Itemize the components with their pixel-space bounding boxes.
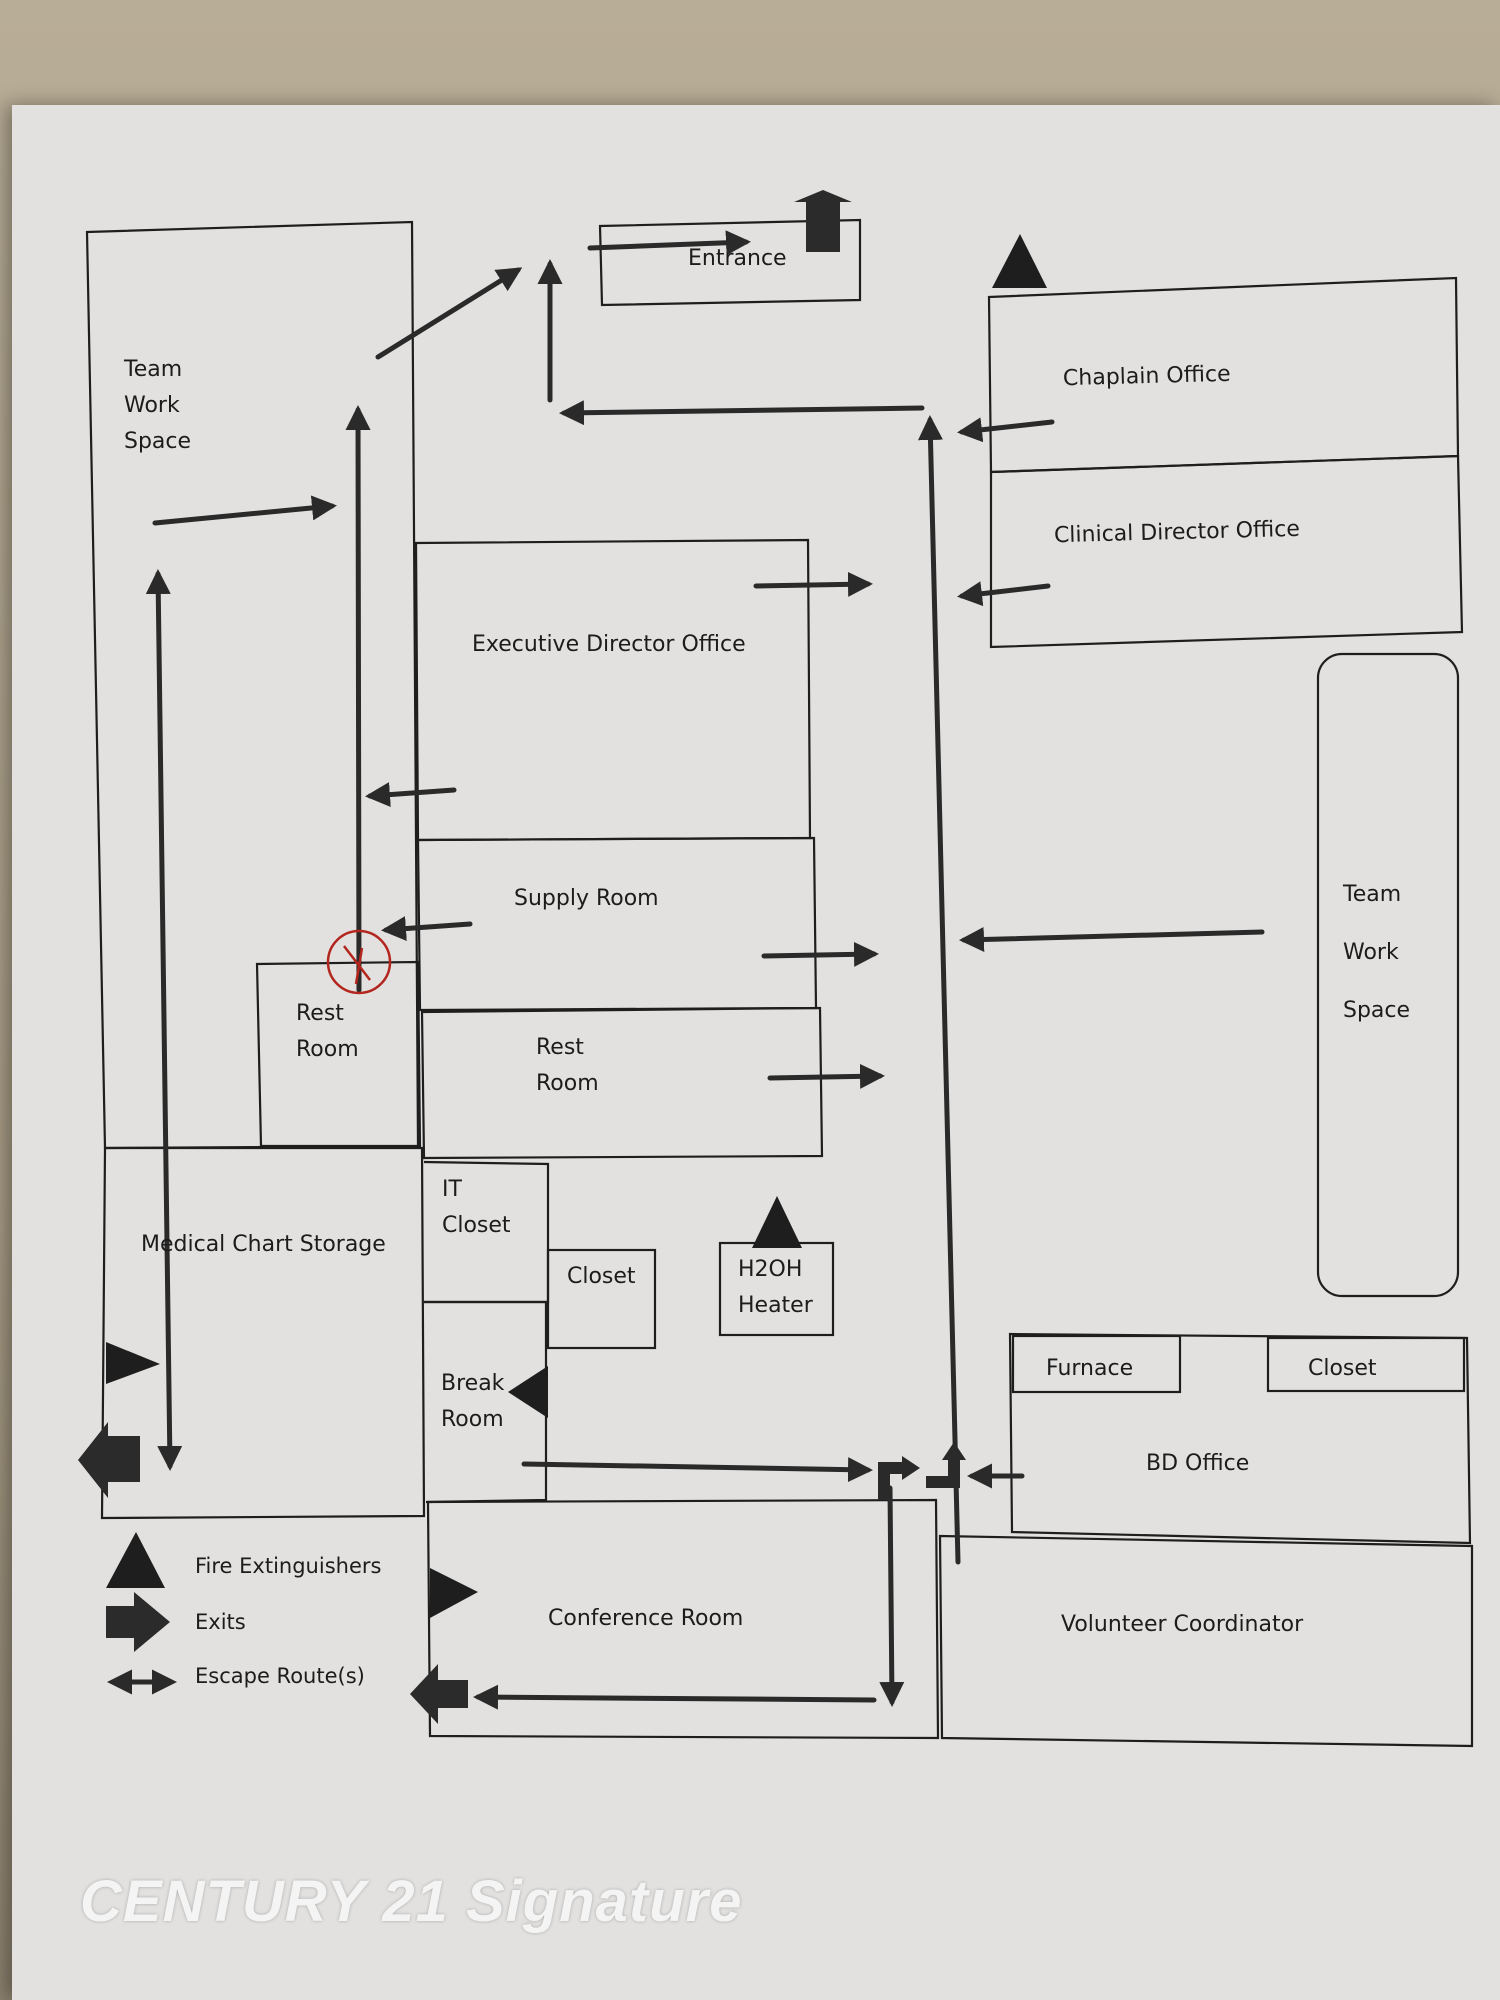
label-line: Space	[124, 429, 192, 454]
label-break-room: Break Room	[441, 1366, 504, 1438]
label-line: Heater	[738, 1293, 813, 1318]
entrance-room	[598, 218, 862, 307]
label-line: Rest	[536, 1035, 584, 1060]
label-line: Rest	[296, 1001, 344, 1026]
fire-extinguishers	[106, 234, 1047, 1618]
label-medical-chart-storage: Medical Chart Storage	[141, 1232, 386, 1257]
label-line: Team	[1343, 882, 1402, 907]
escape-route-arrow	[957, 581, 1051, 607]
fire-extinguisher-icon	[106, 1532, 165, 1588]
fire-extinguisher-icon	[430, 1568, 478, 1618]
label-volunteer-coordinator: Volunteer Coordinator	[1061, 1612, 1304, 1637]
red-circle-annotation	[326, 929, 392, 995]
label-line: Room	[296, 1037, 359, 1062]
label-line: Room	[536, 1071, 599, 1096]
exit-symbol	[878, 1456, 920, 1500]
label-line: Closet	[442, 1213, 511, 1238]
legend-escape-routes: Escape Route(s)	[195, 1664, 365, 1688]
exit-symbol	[926, 1442, 966, 1488]
bd-office-room	[1008, 1332, 1472, 1545]
executive-director-office-room	[414, 538, 812, 842]
furnace-room	[1011, 1334, 1182, 1394]
escape-route-arrow	[587, 230, 751, 256]
exit-arrow-left	[78, 1422, 140, 1498]
label-line: Break	[441, 1371, 505, 1396]
label-executive-director-office: Executive Director Office	[472, 632, 746, 657]
label-bd-office: BD Office	[1146, 1451, 1250, 1476]
escape-route-arrows	[145, 230, 1265, 1710]
label-chaplain-office: Chaplain Office	[1062, 361, 1231, 392]
clinical-director-office-room	[989, 454, 1464, 649]
label-line: H2OH	[738, 1257, 803, 1282]
legend-fire-extinguishers: Fire Extinguishers	[195, 1554, 382, 1578]
label-line: Team	[124, 357, 183, 382]
escape-route-arrow	[521, 1457, 873, 1483]
exit-arrow-up	[794, 190, 852, 252]
exit-arrow-left	[410, 1664, 468, 1724]
volunteer-coordinator-room	[938, 1534, 1474, 1748]
escape-route-arrow	[365, 782, 457, 808]
escape-route-arrow	[767, 1063, 885, 1089]
label-rest-room-center: Rest Room	[536, 1030, 599, 1102]
label-rest-room-left: Rest Room	[296, 996, 359, 1068]
label-it-closet: IT Closet	[442, 1172, 511, 1244]
escape-route-arrow	[879, 1485, 905, 1707]
fire-extinguisher-icon	[508, 1366, 548, 1418]
rest-room-left-room	[255, 960, 422, 1148]
escape-route-arrow	[145, 569, 183, 1471]
label-conference-room: Conference Room	[548, 1606, 744, 1631]
supply-room-room	[416, 836, 818, 1012]
escape-route-arrow	[375, 267, 523, 360]
team-work-space-right-room	[1316, 652, 1460, 1298]
fire-extinguisher-icon	[992, 234, 1047, 288]
conference-room-room	[426, 1498, 940, 1740]
label-h2oh-heater: H2OH Heater	[738, 1252, 813, 1324]
escape-route-arrow	[473, 1684, 877, 1710]
label-line: Work	[124, 393, 180, 418]
label-line: Work	[1343, 940, 1399, 965]
escape-route-arrow	[381, 916, 473, 942]
exit-markers	[78, 190, 852, 1724]
fire-extinguisher-icon	[752, 1196, 802, 1248]
label-closet-center: Closet	[567, 1264, 636, 1289]
escape-route-arrow	[345, 405, 371, 993]
rest-room-center-room	[420, 1006, 824, 1160]
label-closet-right: Closet	[1308, 1356, 1377, 1381]
century21-watermark: CENTURY 21 Signature	[80, 1869, 743, 1934]
label-supply-room: Supply Room	[514, 886, 659, 911]
label-line: Space	[1343, 998, 1411, 1023]
label-line: IT	[442, 1177, 462, 1202]
legend-exits: Exits	[195, 1610, 246, 1634]
exit-arrow-legend	[106, 1592, 170, 1652]
medical-chart-storage-room	[100, 1146, 426, 1520]
escape-route-arrow	[959, 926, 1265, 952]
escape-route-arrow	[917, 415, 961, 1565]
escape-route-arrow	[559, 400, 925, 426]
escape-route-arrow	[152, 495, 337, 526]
connector-exit-symbols	[878, 1442, 966, 1500]
escape-route-arrow	[761, 941, 879, 967]
label-team-work-space-right: Team Work Space	[1343, 866, 1410, 1040]
closet-right-room	[1266, 1336, 1466, 1393]
label-line: Room	[441, 1407, 504, 1432]
label-furnace: Furnace	[1046, 1356, 1134, 1381]
room-outlines	[85, 218, 1474, 1748]
escape-route-arrow	[753, 571, 873, 597]
fire-extinguisher-icon	[106, 1342, 160, 1384]
label-entrance: Entrance	[688, 246, 787, 271]
label-team-work-space-left: Team Work Space	[124, 352, 191, 460]
escape-route-arrow	[957, 417, 1055, 443]
closet-center-room	[546, 1248, 657, 1350]
